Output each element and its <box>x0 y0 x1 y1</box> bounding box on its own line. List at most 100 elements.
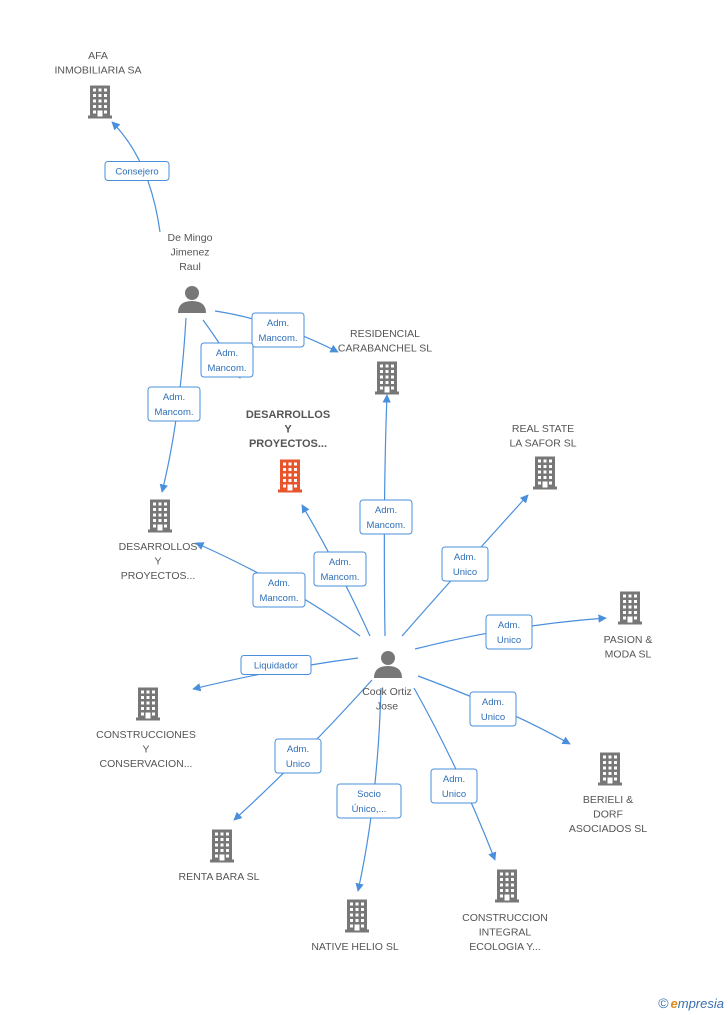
building-icon[interactable] <box>495 869 519 903</box>
edge-role-text: Unico <box>497 635 521 646</box>
node-label: CARABANCHEL SL <box>338 343 432 355</box>
edge-role-label[interactable]: Adm. Mancom. <box>313 551 367 587</box>
edge-role-text: Mancom. <box>207 363 246 374</box>
building-icon[interactable] <box>598 752 622 786</box>
edge-role-label[interactable]: Adm. Unico <box>441 546 489 582</box>
edge-role-box <box>441 546 489 582</box>
node-label: DORF <box>593 809 623 821</box>
node-label: PROYECTOS... <box>121 570 196 582</box>
edge-role-text: Adm. <box>482 697 504 708</box>
edge-role-label[interactable]: SocioÚnico,... <box>336 783 402 819</box>
edge-role-text: Adm. <box>443 774 465 785</box>
node-label: Y <box>154 556 161 568</box>
edge-role-text: Mancom. <box>320 572 359 583</box>
edge-role-label[interactable]: Adm. Unico <box>469 691 517 727</box>
node-label: INTEGRAL <box>479 927 532 939</box>
edge-role-box <box>336 783 402 819</box>
node-label: PASION & <box>604 634 653 646</box>
edge-role-text: Mancom. <box>259 593 298 604</box>
edge-role-label[interactable]: Adm. Mancom. <box>251 312 305 348</box>
building-icon[interactable] <box>345 899 369 933</box>
node-construcciones[interactable]: CONSTRUCCIONESYCONSERVACION... <box>96 687 196 771</box>
building-icon[interactable] <box>210 829 234 863</box>
edge-role-label[interactable]: Adm.Mancom. <box>200 342 254 378</box>
building-icon[interactable] <box>88 85 112 119</box>
copyright-symbol: © <box>658 995 669 1011</box>
edge-role-label[interactable]: Adm. Unico <box>274 738 322 774</box>
edge-role-box <box>485 614 533 650</box>
building-icon[interactable] <box>136 687 160 721</box>
building-icon[interactable] <box>148 499 172 533</box>
person-icon[interactable] <box>374 651 402 678</box>
node-label: CONSTRUCCION <box>462 912 548 924</box>
edge-role-box <box>469 691 517 727</box>
node-label: Cook Ortiz <box>362 686 412 698</box>
edge-role-text: Consejero <box>115 167 158 178</box>
building-icon[interactable] <box>618 591 642 625</box>
node-label: Jose <box>376 701 398 713</box>
node-nativehelio[interactable]: NATIVE HELIO SL <box>311 899 399 954</box>
node-label: RESIDENCIAL <box>350 328 420 340</box>
building-icon[interactable] <box>375 361 399 395</box>
edge-role-label[interactable]: Adm.Mancom. <box>147 386 201 422</box>
node-label: AFA <box>88 50 108 62</box>
node-desarrollos2[interactable]: DESARROLLOSYPROYECTOS... <box>119 499 198 583</box>
edge-role-text: Unico <box>481 712 505 723</box>
node-label: Y <box>142 744 149 756</box>
node-label: ASOCIADOS SL <box>569 823 647 835</box>
edge-role-box <box>313 551 367 587</box>
edge-role-text: Adm. <box>267 318 289 329</box>
edge-role-label[interactable]: Liquidador <box>240 655 312 675</box>
edge-role-box <box>200 342 254 378</box>
node-desarrollos_focus[interactable]: DESARROLLOSYPROYECTOS... <box>246 409 330 493</box>
edge-role-text: Adm. <box>375 505 397 516</box>
edge-role-text: Adm. <box>498 620 520 631</box>
building-icon[interactable] <box>278 459 302 493</box>
node-construccion_integral[interactable]: CONSTRUCCION INTEGRAL ECOLOGIA Y... <box>462 869 548 954</box>
node-label: De Mingo <box>168 232 213 244</box>
node-label: REAL STATE <box>512 423 574 435</box>
edge-role-label[interactable]: Adm. Unico <box>430 768 478 804</box>
footer-brand[interactable]: ©empresia <box>658 995 724 1011</box>
edge-role-label[interactable]: Adm. Mancom. <box>252 572 306 608</box>
node-residencial[interactable]: RESIDENCIAL CARABANCHEL SL <box>338 328 432 395</box>
edge-role-text: Adm. <box>287 744 309 755</box>
edge-role-text: Liquidador <box>254 661 298 672</box>
node-label: DESARROLLOS <box>246 409 330 421</box>
edge-role-text: Unico <box>453 567 477 578</box>
edge-role-label[interactable]: Adm. Unico <box>485 614 533 650</box>
edge-role-text: Adm. <box>329 557 351 568</box>
node-berieli[interactable]: BERIELI & DORF ASOCIADOS SL <box>569 752 647 836</box>
node-rentabara[interactable]: RENTA BARA SL <box>179 829 260 884</box>
edge-role-text: Único,... <box>352 804 387 815</box>
person-icon[interactable] <box>178 286 206 313</box>
edge-role-text: Adm. <box>454 552 476 563</box>
node-pasion[interactable]: PASION & MODA SL <box>604 591 653 661</box>
node-label: BERIELI & <box>583 794 633 806</box>
edge-role-label[interactable]: Consejero <box>104 161 170 181</box>
edge-role-text: Unico <box>286 759 310 770</box>
node-label: NATIVE HELIO SL <box>311 941 398 953</box>
edge-role-box <box>147 386 201 422</box>
building-icon[interactable] <box>533 456 557 490</box>
edge-role-text: Adm. <box>268 578 290 589</box>
edge-role-label[interactable]: Adm. Mancom. <box>359 499 413 535</box>
node-label: MODA SL <box>605 649 652 661</box>
node-label: RENTA BARA SL <box>179 871 260 883</box>
node-label: CONSTRUCCIONES <box>96 729 196 741</box>
edge-role-box <box>430 768 478 804</box>
brand-logo-e: e <box>670 996 678 1011</box>
brand-name: mpresia <box>677 996 724 1011</box>
edge-role-text: Unico <box>442 789 466 800</box>
edge-role-text: Socio <box>357 789 381 800</box>
node-label: ECOLOGIA Y... <box>469 941 540 953</box>
edge-role-text: Mancom. <box>366 520 405 531</box>
edge-role-text: Mancom. <box>258 333 297 344</box>
